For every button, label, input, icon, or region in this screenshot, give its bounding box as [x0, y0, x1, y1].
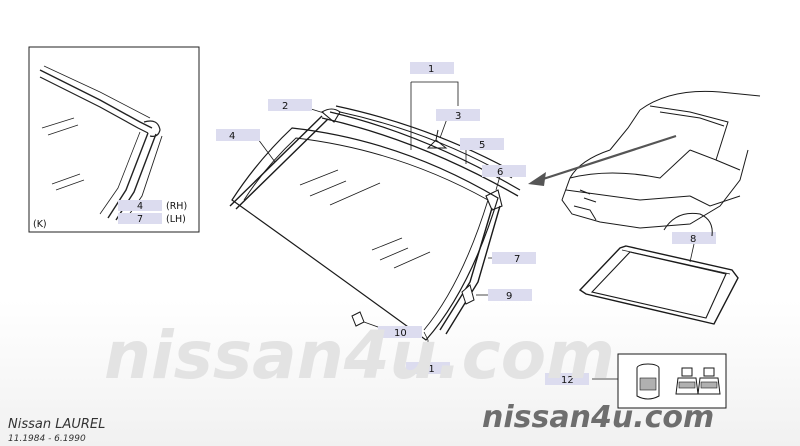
inset-label-box-rh: [118, 200, 162, 211]
part-8-rear-window-molding: [578, 243, 739, 325]
callout-box-10: [378, 326, 422, 338]
footer-dates: 11.1984 - 6.1990: [8, 434, 86, 444]
inset-row1-side: (RH): [166, 201, 187, 212]
callout-6: 6: [497, 167, 503, 178]
callout-12: 12: [561, 375, 574, 386]
callout-7: 7: [514, 254, 520, 265]
part-7-right-molding: [439, 207, 493, 331]
part-2-corner-clip: [321, 108, 341, 123]
watermark-small: nissan4u.com: [482, 400, 714, 435]
callout-labels: 1 2 3 4 5 6 7 8 9 10 11 12: [229, 64, 696, 386]
part-4-left-molding: [229, 115, 323, 207]
callout-11: 11: [422, 364, 435, 375]
windshield-glass: [231, 127, 499, 341]
watermark-large: nissan4u.com: [104, 317, 615, 394]
callout-1: 1: [428, 64, 434, 75]
inset-detail-k: 4 (RH) 7 (LH) (K): [28, 46, 200, 233]
part-3-clip: [426, 129, 448, 149]
callout-9: 9: [506, 291, 512, 302]
pointer-arrow: [528, 134, 677, 186]
part-12-adhesive-kit: [617, 353, 727, 409]
footer-model: Nissan LAUREL: [8, 417, 105, 432]
inset-label-box-lh: [118, 213, 162, 224]
callout-box-8: [672, 232, 716, 244]
part-9-clip: [461, 284, 475, 305]
inset-row2-number: 7: [137, 214, 143, 225]
callout-4: 4: [229, 131, 235, 142]
windshield-glass-inner: [243, 137, 489, 331]
callout-box-1: [410, 62, 454, 74]
callout-3: 3: [455, 111, 461, 122]
inset-row1-number: 4: [137, 201, 143, 212]
callout-2: 2: [282, 101, 288, 112]
callout-5: 5: [479, 140, 485, 151]
callout-box-12: [545, 373, 589, 385]
inset-label: (K): [33, 219, 47, 230]
callout-box-11: [406, 362, 450, 374]
part-1-molding-roof: [335, 105, 515, 173]
car-outline: [561, 90, 761, 237]
inset-frame: [28, 46, 200, 233]
callout-box-3: [436, 109, 480, 121]
inset-row2-side: (LH): [166, 214, 186, 225]
callout-box-6: [482, 165, 526, 177]
callout-box-7: [492, 252, 536, 264]
part-5-top-molding: [321, 117, 519, 197]
callout-box-5: [460, 138, 504, 150]
callout-10: 10: [394, 328, 407, 339]
part-6-corner-clip: [485, 189, 503, 211]
callout-box-2: [268, 99, 312, 111]
callout-8: 8: [690, 234, 696, 245]
callout-boxes: [216, 62, 716, 385]
callout-box-4: [216, 129, 260, 141]
windshield-assembly: [229, 105, 521, 341]
callout-box-9: [488, 289, 532, 301]
